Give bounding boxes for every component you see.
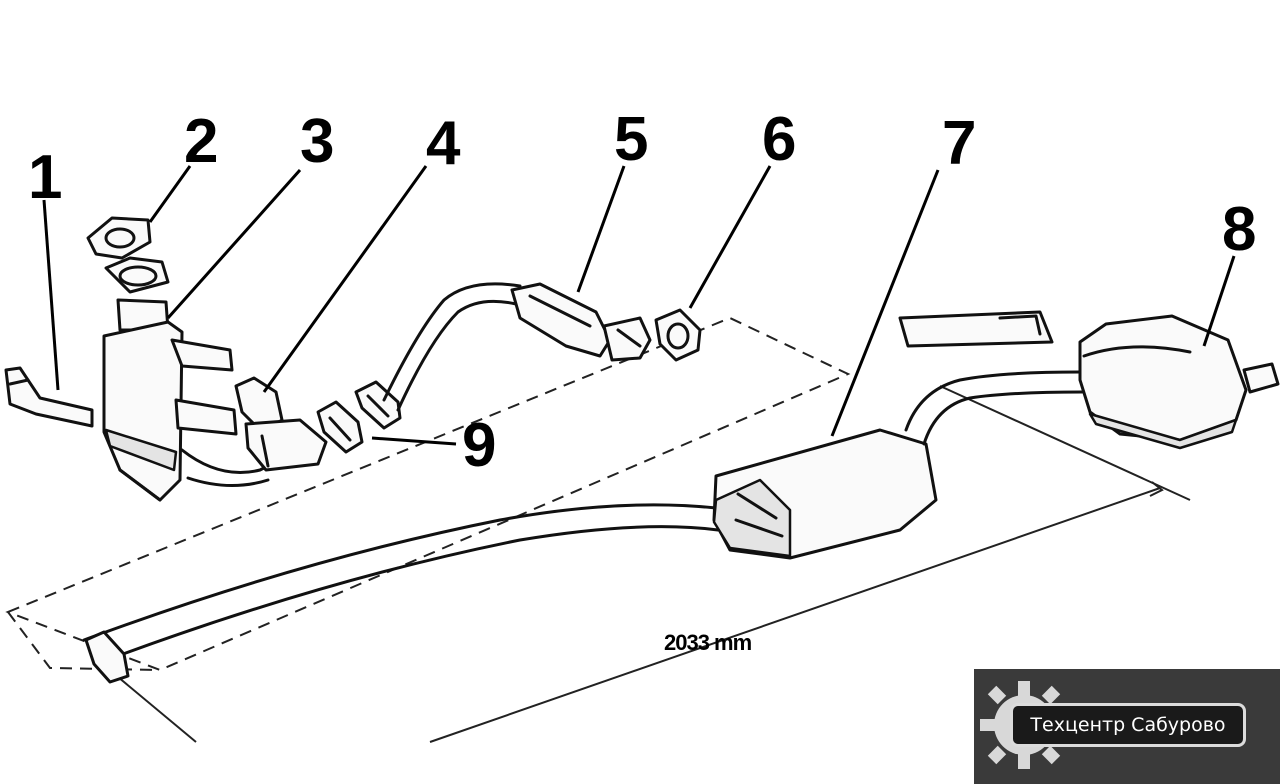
callout-3: 3 (300, 107, 334, 176)
part-9-gaskets (316, 380, 402, 454)
part-1-bracket (4, 366, 94, 428)
callout-6: 6 (762, 105, 796, 174)
part-6-gasket (654, 308, 702, 362)
callout-8: 8 (1222, 195, 1256, 264)
part-3-catalytic-converter (102, 256, 302, 502)
dimension-lines (111, 385, 1191, 743)
part-8-rear-silencer (1078, 314, 1280, 450)
callout-1: 1 (28, 143, 62, 212)
callout-5: 5 (614, 105, 648, 174)
part-7-intermediate-silencer (82, 310, 1084, 684)
callout-9: 9 (462, 411, 496, 480)
callout-2: 2 (184, 107, 218, 176)
part-4-flange-bracket (234, 376, 328, 472)
leader-lines (42, 165, 1236, 446)
watermark-label: Техцентр Сабурово (1010, 703, 1246, 747)
part-2-gasket (86, 216, 152, 260)
watermark: Техцентр Сабурово (974, 669, 1280, 784)
dimension-label: 2033 mm (664, 630, 752, 655)
callout-7: 7 (942, 109, 976, 178)
callout-4: 4 (426, 109, 461, 178)
part-5-front-pipe (382, 282, 652, 412)
